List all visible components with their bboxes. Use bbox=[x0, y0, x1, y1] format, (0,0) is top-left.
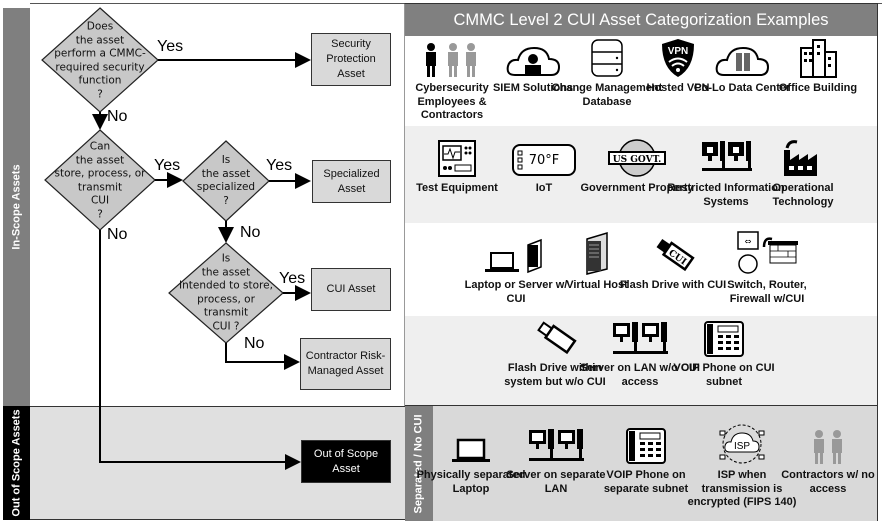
example-label: Laptop or Server w/ CUI bbox=[464, 279, 568, 305]
yes-label-2: Yes bbox=[154, 157, 181, 174]
example-item: 70°F IoT bbox=[484, 138, 604, 196]
example-item: Restricted Information Systems bbox=[666, 138, 786, 209]
example-label: IoT bbox=[535, 182, 553, 194]
example-label: Server on separate LAN bbox=[506, 469, 606, 495]
example-label: Office Building bbox=[778, 82, 858, 94]
band-row-4 bbox=[405, 316, 877, 405]
example-label: Flash Drive within system but w/o CUI bbox=[504, 362, 606, 388]
out-of-scope-asset-box: Out of Scope Asset bbox=[301, 440, 391, 483]
cloud-server-icon bbox=[682, 38, 802, 78]
factory-icon bbox=[743, 138, 863, 178]
example-item: Change Management Database bbox=[547, 38, 667, 109]
example-label: Test Equipment bbox=[416, 182, 498, 194]
example-item: CUI Flash Drive with CUI bbox=[613, 235, 733, 293]
lan-computers-icon bbox=[580, 318, 700, 358]
example-label: Flash Drive with CUI bbox=[619, 279, 727, 291]
out-of-scope-strip: Out of Scope Assets bbox=[3, 406, 30, 520]
separated-strip: Separated / No CUI bbox=[405, 406, 433, 521]
no-label-4: No bbox=[244, 335, 265, 352]
example-label: Hosted VPN bbox=[646, 82, 710, 94]
yes-label-1: Yes bbox=[157, 38, 184, 55]
example-item: US GOVT. Government Property bbox=[577, 138, 697, 196]
building-icon bbox=[758, 38, 878, 78]
security-protection-asset-box: Security Protection Asset bbox=[311, 33, 391, 86]
flowchart-lines bbox=[41, 3, 406, 470]
svg-text:US GOVT.: US GOVT. bbox=[613, 155, 662, 165]
voip-phone-icon bbox=[586, 425, 706, 465]
example-item: Contractors w/ no access bbox=[768, 425, 882, 496]
example-item: Co-Lo Data Center bbox=[682, 38, 802, 96]
example-item: Office Building bbox=[758, 38, 878, 96]
example-item: Flash Drive within system but w/o CUI bbox=[495, 318, 615, 389]
example-item: Test Equipment bbox=[397, 138, 517, 196]
yes-label-4: Yes bbox=[279, 270, 306, 287]
example-label: Co-Lo Data Center bbox=[693, 82, 791, 94]
crma-box: Contractor Risk-Managed Asset bbox=[300, 338, 391, 390]
example-item: Laptop or Server w/ CUI bbox=[456, 235, 576, 306]
example-item: Operational Technology bbox=[743, 138, 863, 209]
flash-drive-icon bbox=[495, 318, 615, 358]
example-label: ISP when transmission is encrypted (FIPS… bbox=[687, 469, 797, 508]
examples-title: CMMC Level 2 CUI Asset Categorization Ex… bbox=[405, 4, 877, 36]
svg-text:VPN: VPN bbox=[668, 46, 689, 57]
example-label: Government Property bbox=[580, 182, 694, 194]
example-item: VOIP Phone on CUI subnet bbox=[664, 318, 784, 389]
example-label: Virtual Host bbox=[566, 279, 628, 291]
database-icon bbox=[547, 38, 667, 78]
question-4: Is the asset Intended to store, process,… bbox=[179, 252, 273, 333]
thermostat-icon: 70°F bbox=[484, 138, 604, 178]
question-3: Is the asset specialized ? bbox=[196, 154, 256, 207]
network-devices-icon: ⇔ bbox=[707, 231, 827, 275]
people-icon bbox=[392, 38, 512, 78]
example-item: VOIP Phone on separate subnet bbox=[586, 425, 706, 496]
question-2: Can the asset store, process, or transmi… bbox=[54, 140, 146, 221]
example-label: Restricted Information Systems bbox=[667, 182, 785, 208]
no-label-1: No bbox=[107, 108, 128, 125]
example-label: Cybersecurity Employees & Contractors bbox=[415, 82, 489, 121]
svg-text:70°F: 70°F bbox=[529, 153, 560, 168]
server-tower-icon bbox=[537, 231, 657, 275]
example-label: VOIP Phone on CUI subnet bbox=[673, 362, 775, 388]
specialized-asset-box: Specialized Asset bbox=[312, 160, 391, 203]
example-item: SIEM Solutions bbox=[473, 38, 593, 96]
question-1: Does the asset perform a CMMC- required … bbox=[54, 20, 146, 101]
no-label-2: No bbox=[107, 226, 128, 243]
vpn-shield-icon: VPN bbox=[618, 38, 738, 78]
test-equipment-icon bbox=[397, 138, 517, 178]
example-label: SIEM Solutions bbox=[492, 82, 574, 94]
example-item: ISP ISP when transmission is encrypted (F… bbox=[682, 424, 802, 510]
example-item: Server on separate LAN bbox=[496, 425, 616, 496]
lan-computers-icon bbox=[496, 425, 616, 465]
example-label: Change Management Database bbox=[551, 82, 663, 108]
example-item: Cybersecurity Employees & Contractors bbox=[392, 38, 512, 123]
example-item: ⇔ Switch, Router, Firewall w/CUI bbox=[707, 231, 827, 306]
example-label: Contractors w/ no access bbox=[781, 469, 875, 495]
example-item: Physically separated Laptop bbox=[411, 425, 531, 496]
example-label: Physically separated Laptop bbox=[416, 469, 526, 495]
laptop-icon bbox=[411, 425, 531, 465]
cloud-user-icon bbox=[473, 38, 593, 78]
example-label: Switch, Router, Firewall w/CUI bbox=[727, 279, 807, 305]
example-item: VPN Hosted VPN bbox=[618, 38, 738, 96]
isp-cloud-icon: ISP bbox=[682, 424, 802, 465]
voip-phone-icon bbox=[664, 318, 784, 358]
locked-computers-icon bbox=[666, 138, 786, 178]
no-label-3: No bbox=[240, 224, 261, 241]
yes-label-3: Yes bbox=[266, 157, 293, 174]
example-label: VOIP Phone on separate subnet bbox=[603, 469, 689, 495]
example-item: Virtual Host bbox=[537, 231, 657, 293]
in-scope-strip: In-Scope Assets bbox=[3, 8, 30, 406]
example-label: Server on LAN w/o CUI access bbox=[580, 362, 700, 388]
svg-text:⇔: ⇔ bbox=[745, 237, 752, 246]
people-gray-icon bbox=[768, 425, 882, 465]
cui-asset-box: CUI Asset bbox=[311, 268, 391, 311]
example-label: Operational Technology bbox=[772, 182, 834, 208]
flash-drive-cui-icon: CUI bbox=[613, 235, 733, 275]
gov-seal-icon: US GOVT. bbox=[577, 138, 697, 178]
svg-text:ISP: ISP bbox=[734, 441, 750, 452]
example-item: Server on LAN w/o CUI access bbox=[580, 318, 700, 389]
laptop-server-icon bbox=[456, 235, 576, 275]
